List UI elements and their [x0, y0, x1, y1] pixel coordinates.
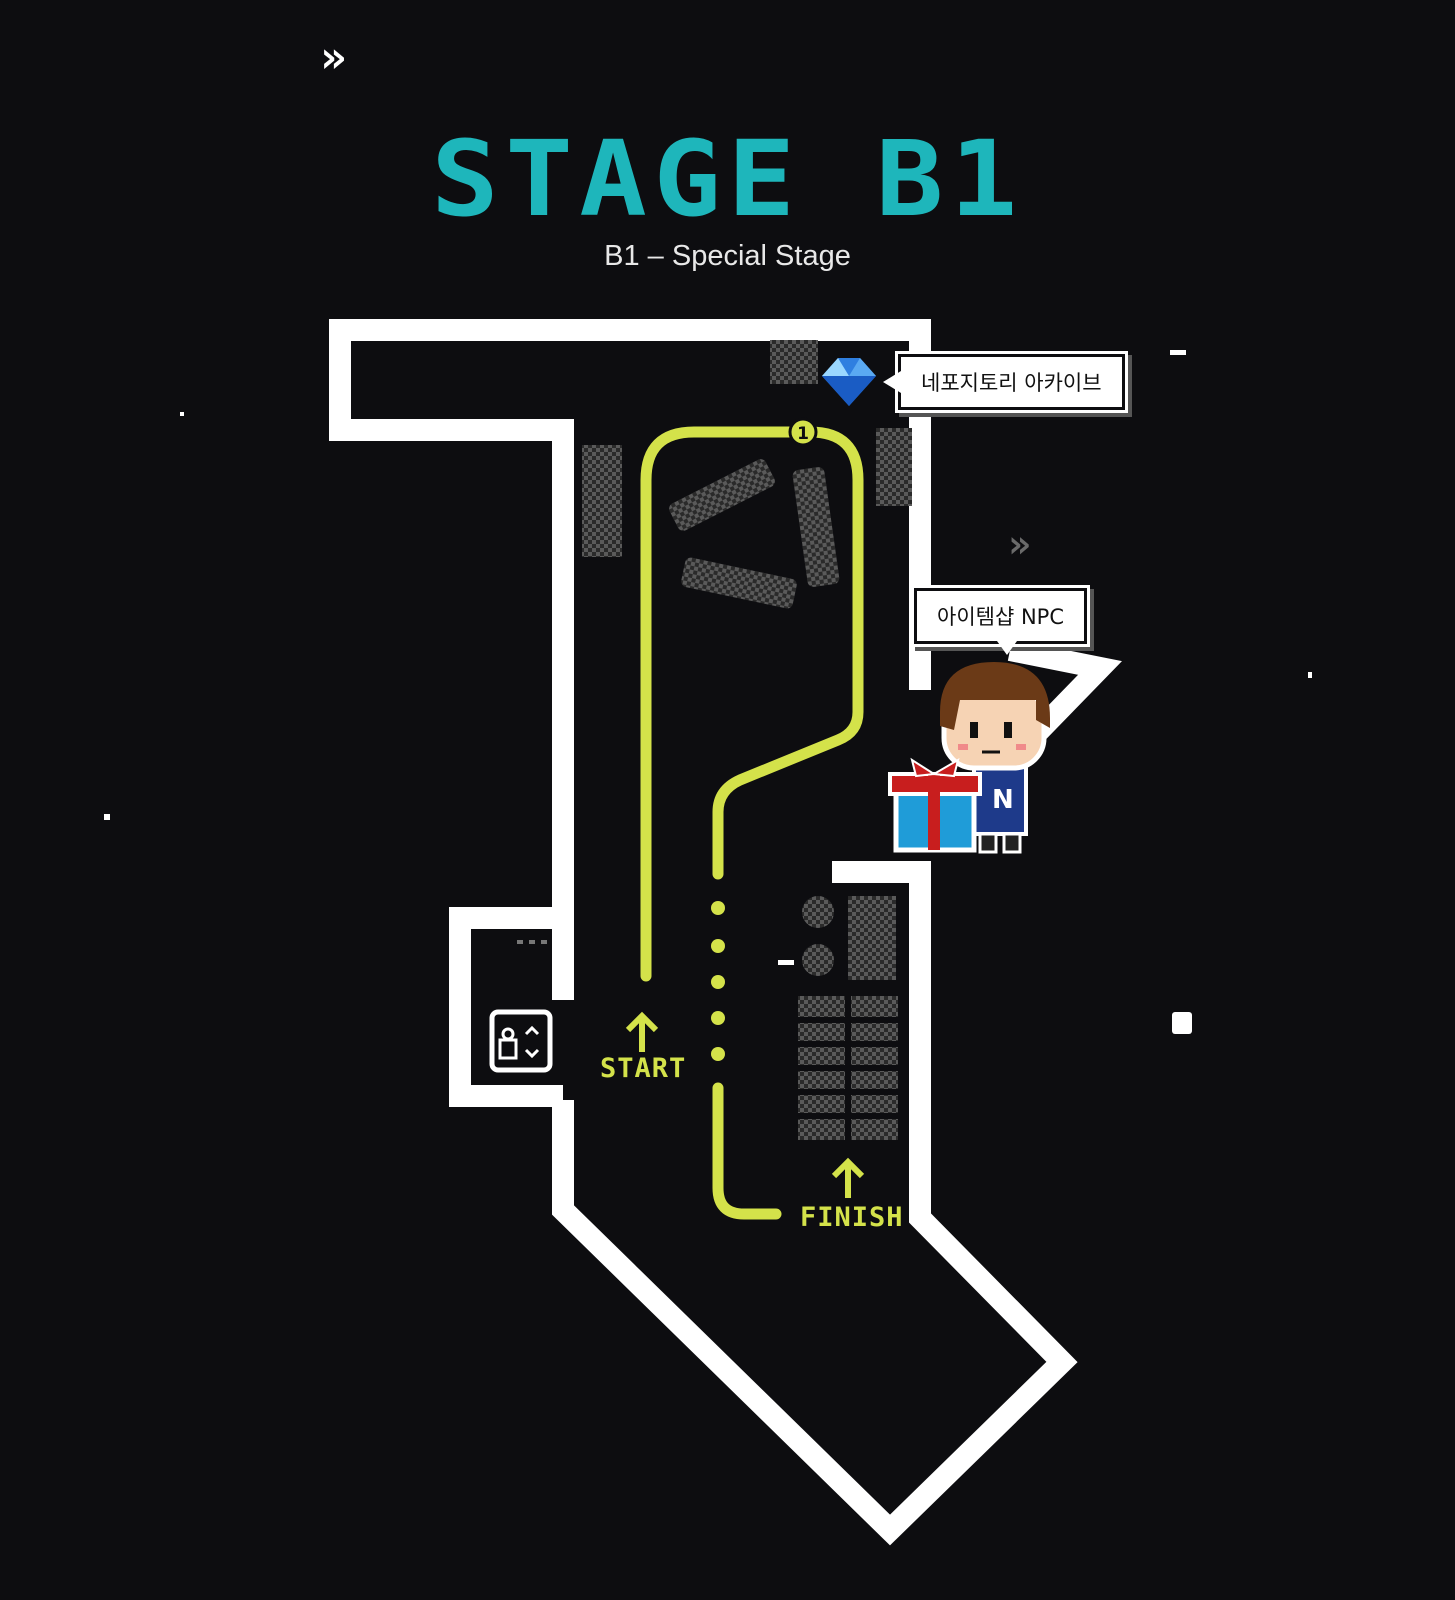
page-subtitle: B1 – Special Stage [604, 240, 851, 272]
map-decorations [104, 350, 1312, 1034]
start-label: START [600, 1053, 687, 1084]
route-dots [711, 901, 725, 1061]
elevator-icon [489, 1009, 553, 1073]
arrow-up-icon [625, 1011, 659, 1052]
arrow-up-icon [831, 1157, 865, 1198]
chevron-right-icon: » [320, 32, 347, 83]
diamond-icon [822, 358, 876, 406]
map-obstacles [582, 340, 912, 1140]
npc-shirt-letter: N [992, 785, 1014, 815]
chevron-right-icon: » [1008, 522, 1031, 566]
checkpoint-marker: 1 [788, 417, 818, 447]
finish-label: FINISH [800, 1202, 904, 1233]
npc-character-icon: N [940, 662, 1050, 854]
page-title: STAGE B1 [431, 118, 1024, 240]
archive-callout[interactable]: 네포지토리 아카이브 [883, 354, 1125, 410]
gift-box-icon [888, 757, 982, 853]
npc-callout[interactable]: 아이템샵 NPC [914, 588, 1087, 655]
checkpoint-number: 1 [797, 424, 809, 444]
race-route [640, 426, 864, 1220]
map-walls [329, 319, 1122, 1546]
